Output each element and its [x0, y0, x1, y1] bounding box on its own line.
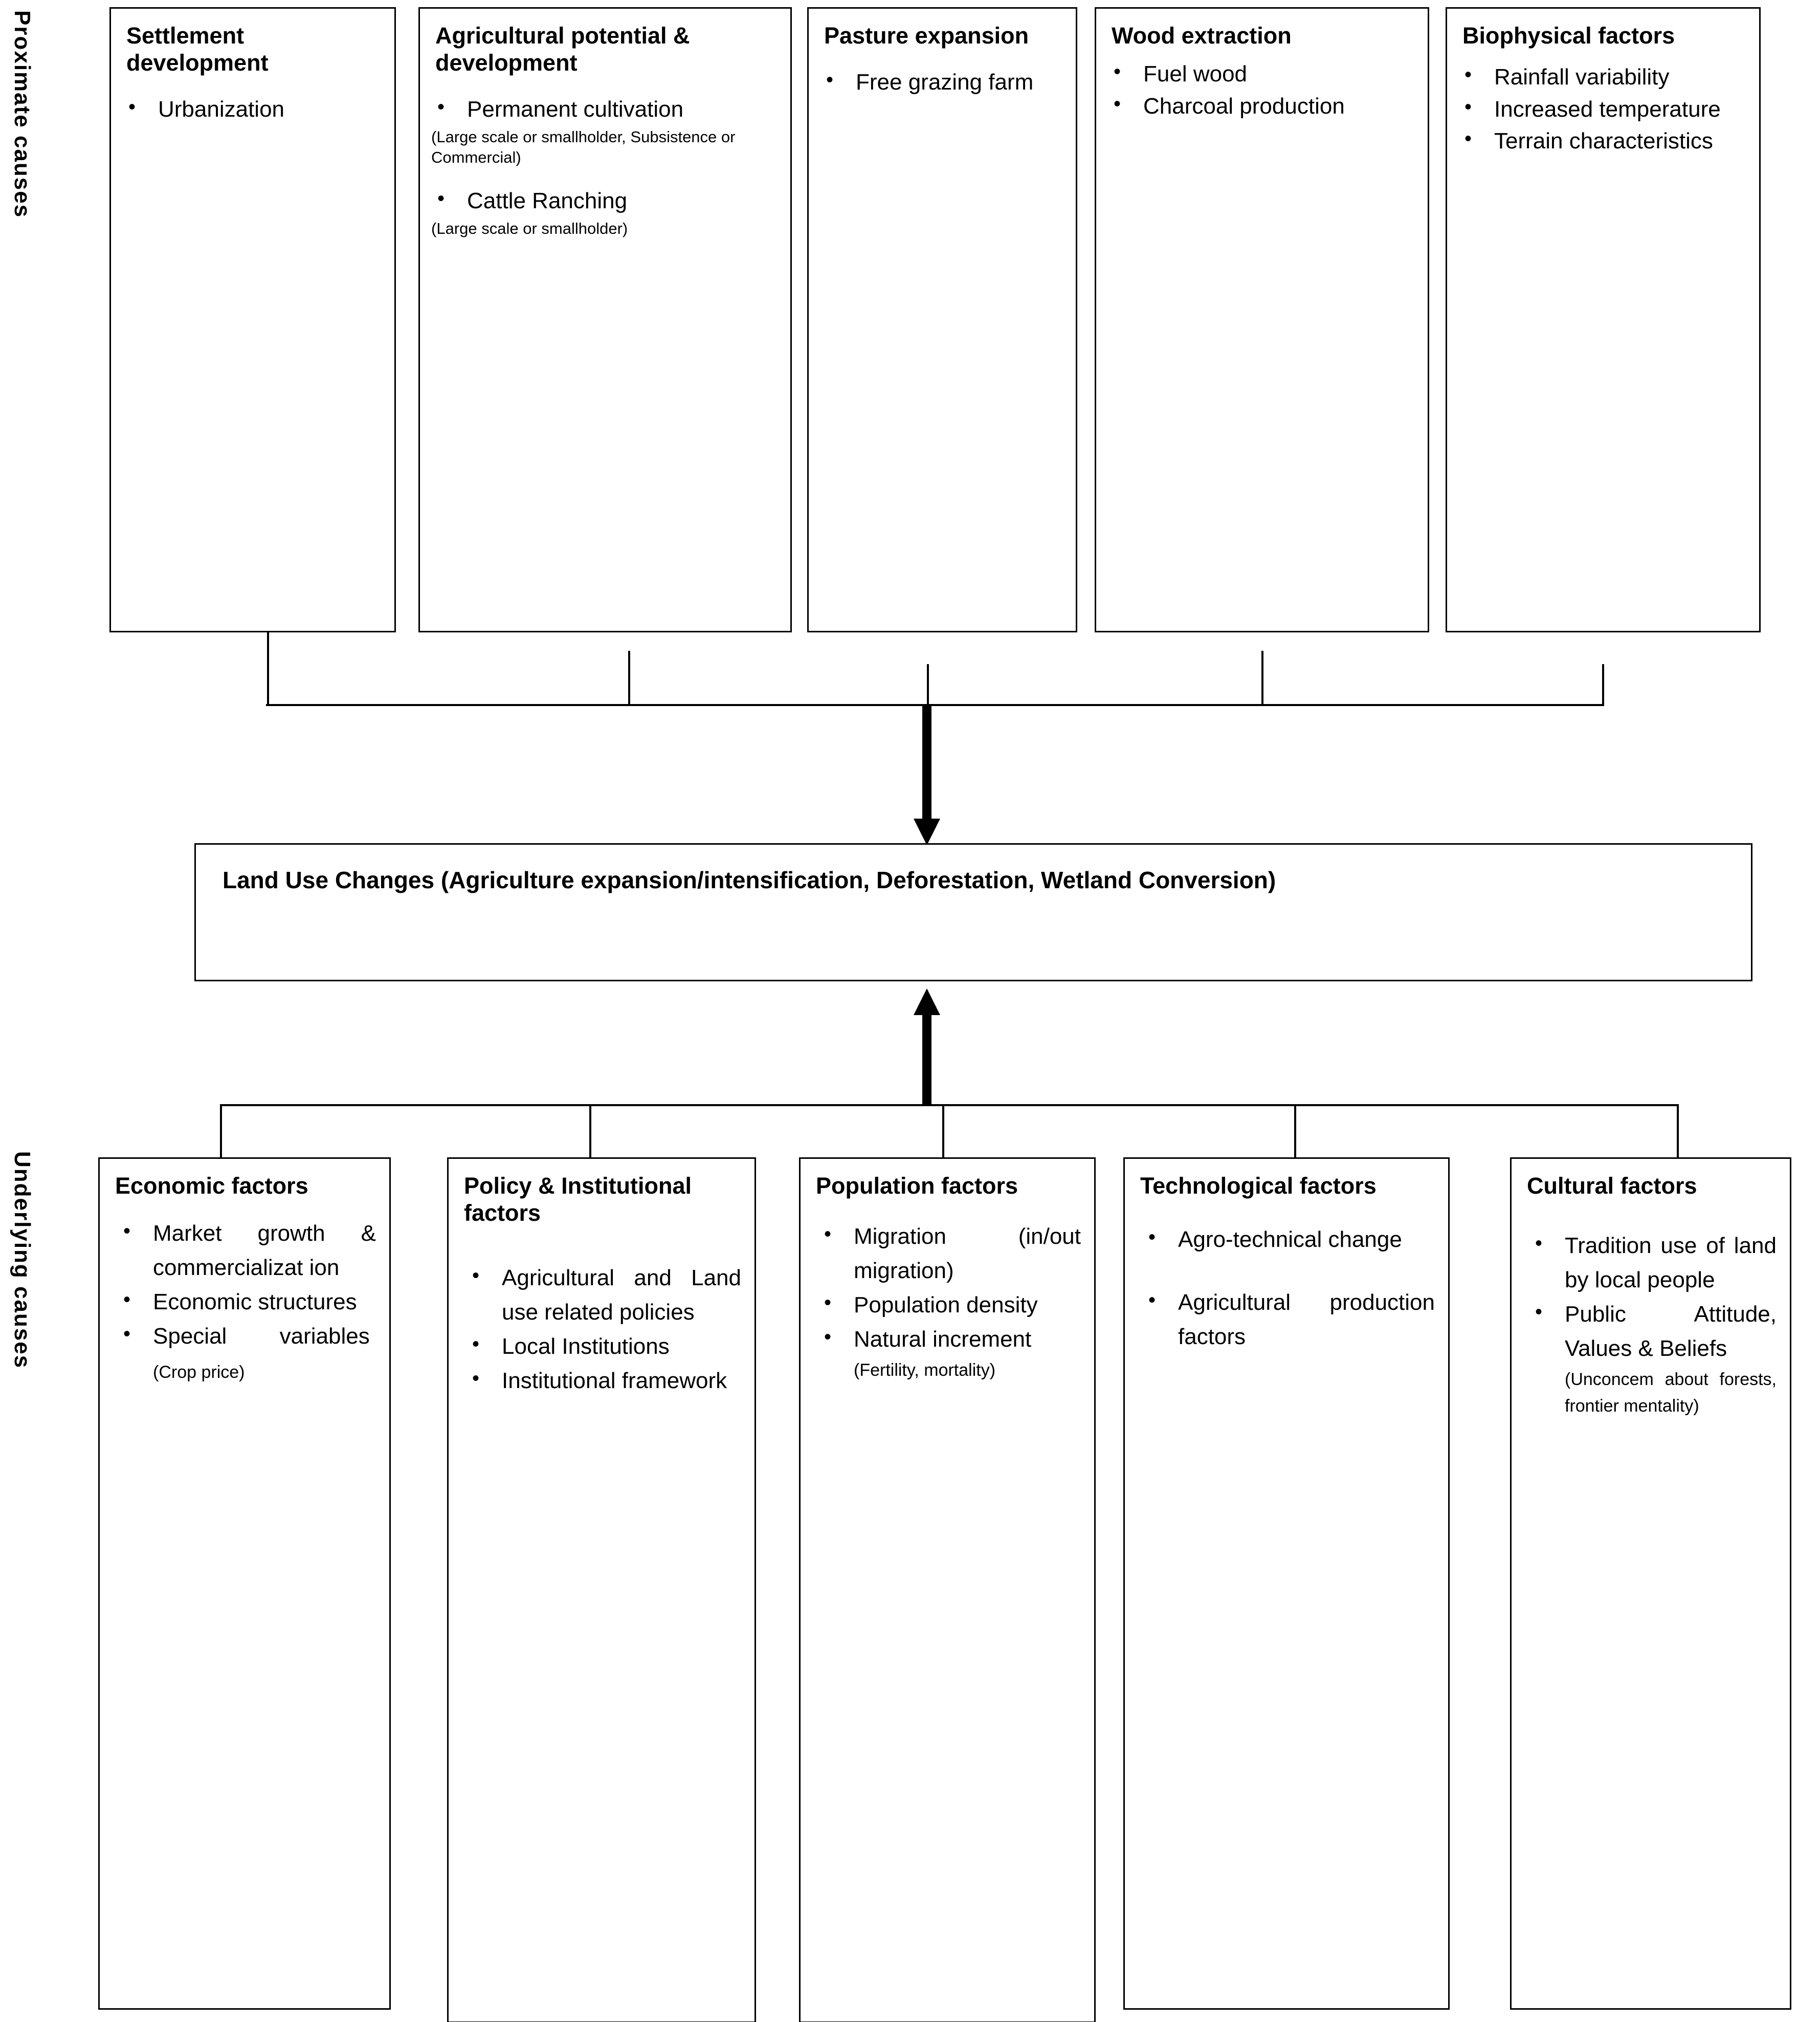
arrow-up-shaft — [922, 1012, 931, 1105]
connector-drop-2 — [628, 651, 630, 705]
list-item: Agricultural and Land use related polici… — [472, 1260, 741, 1330]
bullet-list: Urbanization — [111, 93, 394, 125]
list-item: Special variables (Crop price) — [123, 1318, 376, 1388]
connector-rise-1 — [220, 1104, 222, 1157]
bullet-list: Migration (in/out migration) Population … — [801, 1219, 1094, 1357]
arrow-down-head — [914, 819, 940, 845]
box-title: Economic factors — [115, 1173, 308, 1199]
box-population-factors[interactable]: Population factors Migration (in/out mig… — [799, 1157, 1096, 2022]
bullet-list: Fuel wood Charcoal production — [1096, 57, 1428, 122]
box-title: Pasture expansion — [824, 23, 1029, 49]
list-item: Agricultural production factors — [1148, 1285, 1435, 1354]
list-item: Agro-technical change — [1148, 1222, 1435, 1257]
connector-rise-3 — [942, 1104, 944, 1157]
bullet-list: Free grazing farm — [809, 65, 1076, 98]
box-title: Agricultural potential & development — [435, 23, 690, 76]
list-item: Rainfall variability — [1464, 60, 1746, 93]
bullet-list: Rainfall variability Increased temperatu… — [1447, 60, 1759, 157]
list-item: Free grazing farm — [826, 65, 1062, 98]
list-item-note: (Fertility, mortality) — [854, 1360, 996, 1380]
list-item: Economic structures — [123, 1284, 376, 1320]
list-item-note: (Unconcem about forests, frontier mental… — [1565, 1369, 1777, 1416]
list-item-note: (Large scale or smallholder, Subsistence… — [431, 127, 736, 166]
list-item: Permanent cultivation — [437, 93, 777, 125]
center-box-text: Land Use Changes (Agriculture expansion/… — [223, 867, 1276, 893]
box-title: Population factors — [816, 1173, 1018, 1199]
list-item-main: Natural increment — [854, 1326, 1032, 1352]
bullet-list: Cattle Ranching — [420, 184, 790, 217]
connector-drop-1 — [267, 632, 269, 705]
connector-drop-4 — [1261, 651, 1263, 705]
box-biophysical-factors[interactable]: Biophysical factors Rainfall variability… — [1446, 7, 1761, 632]
box-cultural-factors[interactable]: Cultural factors Tradition use of land b… — [1510, 1157, 1791, 2010]
rail-label-proximate-causes: Proximate causes — [10, 10, 35, 218]
list-item: Market growth & commercializat ion — [123, 1216, 376, 1285]
bullet-list: Permanent cultivation — [420, 93, 790, 125]
list-item: Increased temperature — [1464, 93, 1746, 125]
box-economic-factors[interactable]: Economic factors Market growth & commerc… — [98, 1157, 391, 2010]
list-item: Natural increment — [824, 1322, 1081, 1357]
box-title: Settlement development — [126, 23, 269, 76]
connector-bus-top — [266, 704, 1604, 706]
box-title: Policy & Institutional factors — [464, 1173, 692, 1226]
connector-rise-5 — [1677, 1104, 1679, 1157]
connector-rise-4 — [1294, 1104, 1296, 1157]
list-item: Public Attitude, Values & Beliefs — [1535, 1296, 1777, 1366]
bullet-list: Tradition use of land by local people Pu… — [1512, 1228, 1790, 1366]
bullet-list: Agricultural and Land use related polici… — [449, 1260, 754, 1398]
box-policy-institutional-factors[interactable]: Policy & Institutional factors Agricultu… — [447, 1157, 756, 2022]
arrow-up-head — [914, 988, 940, 1015]
box-wood-extraction[interactable]: Wood extraction Fuel wood Charcoal produ… — [1095, 7, 1429, 632]
list-item: Charcoal production — [1114, 90, 1414, 122]
list-item-note: (Crop price) — [153, 1362, 245, 1382]
list-item: Fuel wood — [1114, 57, 1414, 90]
list-item: Terrain characteristics — [1464, 124, 1746, 157]
connector-drop-5 — [1602, 664, 1604, 705]
box-settlement-development[interactable]: Settlement development Urbanization — [109, 7, 396, 632]
bullet-list: Agricultural production factors — [1125, 1285, 1448, 1354]
bullet-list: Agro-technical change — [1125, 1222, 1448, 1257]
arrow-down-shaft — [922, 705, 931, 826]
list-item-main: Special variables — [153, 1323, 370, 1349]
connector-drop-3 — [927, 664, 929, 705]
box-title: Cultural factors — [1527, 1173, 1697, 1199]
rail-label-underlying-causes: Underlying causes — [10, 1151, 35, 1369]
list-item: Institutional framework — [472, 1363, 741, 1398]
box-title: Technological factors — [1140, 1173, 1377, 1199]
box-land-use-changes[interactable]: Land Use Changes (Agriculture expansion/… — [194, 843, 1752, 981]
list-item: Tradition use of land by local people — [1535, 1228, 1777, 1298]
list-item-note: (Large scale or smallholder) — [431, 219, 628, 237]
box-technological-factors[interactable]: Technological factors Agro-technical cha… — [1123, 1157, 1450, 2010]
box-title: Biophysical factors — [1462, 23, 1675, 49]
connector-bus-bottom — [220, 1104, 1679, 1106]
connector-rise-2 — [589, 1104, 591, 1157]
list-item: Local Institutions — [472, 1329, 741, 1364]
list-item: Cattle Ranching — [437, 184, 777, 217]
box-agricultural-potential-development[interactable]: Agricultural potential & development Per… — [418, 7, 792, 632]
list-item: Migration (in/out migration) — [824, 1219, 1081, 1288]
box-pasture-expansion[interactable]: Pasture expansion Free grazing farm — [807, 7, 1077, 632]
list-item-main: Public Attitude, Values & Beliefs — [1565, 1301, 1777, 1361]
box-title: Wood extraction — [1112, 23, 1292, 49]
list-item: Population density — [824, 1287, 1081, 1323]
bullet-list: Market growth & commercializat ion Econo… — [100, 1216, 389, 1388]
list-item: Urbanization — [128, 93, 381, 125]
